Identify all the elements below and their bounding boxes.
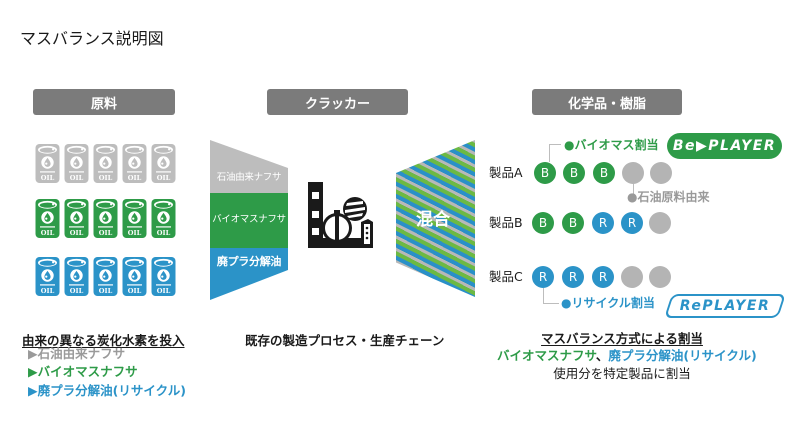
oil-barrel-icon xyxy=(93,198,118,238)
oil-barrel-icon xyxy=(64,256,89,296)
band-recycled xyxy=(210,248,288,300)
oil-barrel-icon xyxy=(122,198,147,238)
petroleum-origin-label: ●石油原料由来 xyxy=(627,190,710,204)
recycle-unit-circle: R xyxy=(592,266,614,288)
biomass-allocation-label: ●バイオマス割当 xyxy=(564,138,659,152)
oil-barrel-icon xyxy=(151,198,176,238)
page-title: マスバランス説明図 xyxy=(20,29,164,48)
biomass-unit-circle: B xyxy=(532,212,554,234)
recycle-connector-line xyxy=(543,303,559,304)
oil-barrel-icon xyxy=(35,143,60,183)
oil-barrel-icon xyxy=(122,256,147,296)
footer-item-biomass: ▶バイオマスナフサ xyxy=(28,364,138,379)
footer-middle-heading: 既存の製造プロセス・生産チェーン xyxy=(245,333,445,348)
footer-right-separator: 、 xyxy=(595,348,609,363)
recycle-allocation-label: ●リサイクル割当 xyxy=(561,296,655,310)
oil-barrel-icon xyxy=(93,143,118,183)
biomass-unit-circle: B xyxy=(562,212,584,234)
recycle-unit-circle: R xyxy=(592,212,614,234)
biomass-connector-line xyxy=(549,144,550,162)
mix-label: 混合 xyxy=(416,210,450,230)
header-raw-materials: 原料 xyxy=(33,89,175,115)
footer-right-line3: 使用分を特定製品に割当 xyxy=(553,366,691,381)
biomass-unit-circle: B xyxy=(593,162,615,184)
petroleum-unit-circle xyxy=(622,162,644,184)
footer-left-heading: 由来の異なる炭化水素を投入 xyxy=(22,333,185,348)
oil-barrel-icon xyxy=(151,143,176,183)
biomass-unit-circle: B xyxy=(534,162,556,184)
factory-icon xyxy=(308,182,373,248)
header-cracker: クラッカー xyxy=(267,89,408,115)
footer-right-heading: マスバランス方式による割当 xyxy=(541,331,703,346)
header-products: 化学品・樹脂 xyxy=(532,89,682,115)
footer-right-recycled: 廃プラ分解油(リサイクル) xyxy=(608,348,757,363)
petroleum-unit-circle xyxy=(621,266,643,288)
funnel-label-biomass: バイオマスナフサ xyxy=(212,214,286,225)
oil-barrel-icon xyxy=(122,143,147,183)
biomass-unit-circle: B xyxy=(563,162,585,184)
replayer-logo: RePLAYER xyxy=(679,298,771,314)
product-b-label: 製品B xyxy=(489,215,523,230)
oil-barrel-icon xyxy=(64,198,89,238)
recycle-connector-line xyxy=(543,288,544,304)
petroleum-unit-circle xyxy=(649,266,671,288)
recycle-unit-circle: R xyxy=(562,266,584,288)
funnel-label-recycled: 廃プラ分解油 xyxy=(216,255,282,268)
oil-barrel-icon xyxy=(35,198,60,238)
footer-item-recycled: ▶廃プラ分解油(リサイクル) xyxy=(28,383,186,398)
oil-barrel-icon xyxy=(64,143,89,183)
footer-right-line2: バイオマスナフサ、廃プラ分解油(リサイクル) xyxy=(497,348,757,364)
beplayer-logo: Be▶PLAYER xyxy=(667,133,782,159)
funnel-label-petroleum: 石油由来ナフサ xyxy=(216,172,282,183)
oil-barrel-icon xyxy=(35,256,60,296)
petroleum-unit-circle xyxy=(649,212,671,234)
band-petroleum xyxy=(210,140,288,193)
footer-right-biomass: バイオマスナフサ xyxy=(497,348,596,363)
footer-item-petroleum: ▶石油由来ナフサ xyxy=(28,346,126,361)
naphtha-input-funnel xyxy=(210,140,288,300)
band-biomass xyxy=(210,193,288,248)
biomass-connector-line xyxy=(549,144,561,145)
petroleum-connector-line xyxy=(633,184,634,196)
product-a-label: 製品A xyxy=(489,165,523,180)
oil-barrel-icon xyxy=(151,256,176,296)
recycle-unit-circle: R xyxy=(532,266,554,288)
recycle-unit-circle: R xyxy=(621,212,643,234)
oil-barrel-icon xyxy=(93,256,118,296)
product-c-label: 製品C xyxy=(489,269,523,284)
petroleum-unit-circle xyxy=(650,162,672,184)
